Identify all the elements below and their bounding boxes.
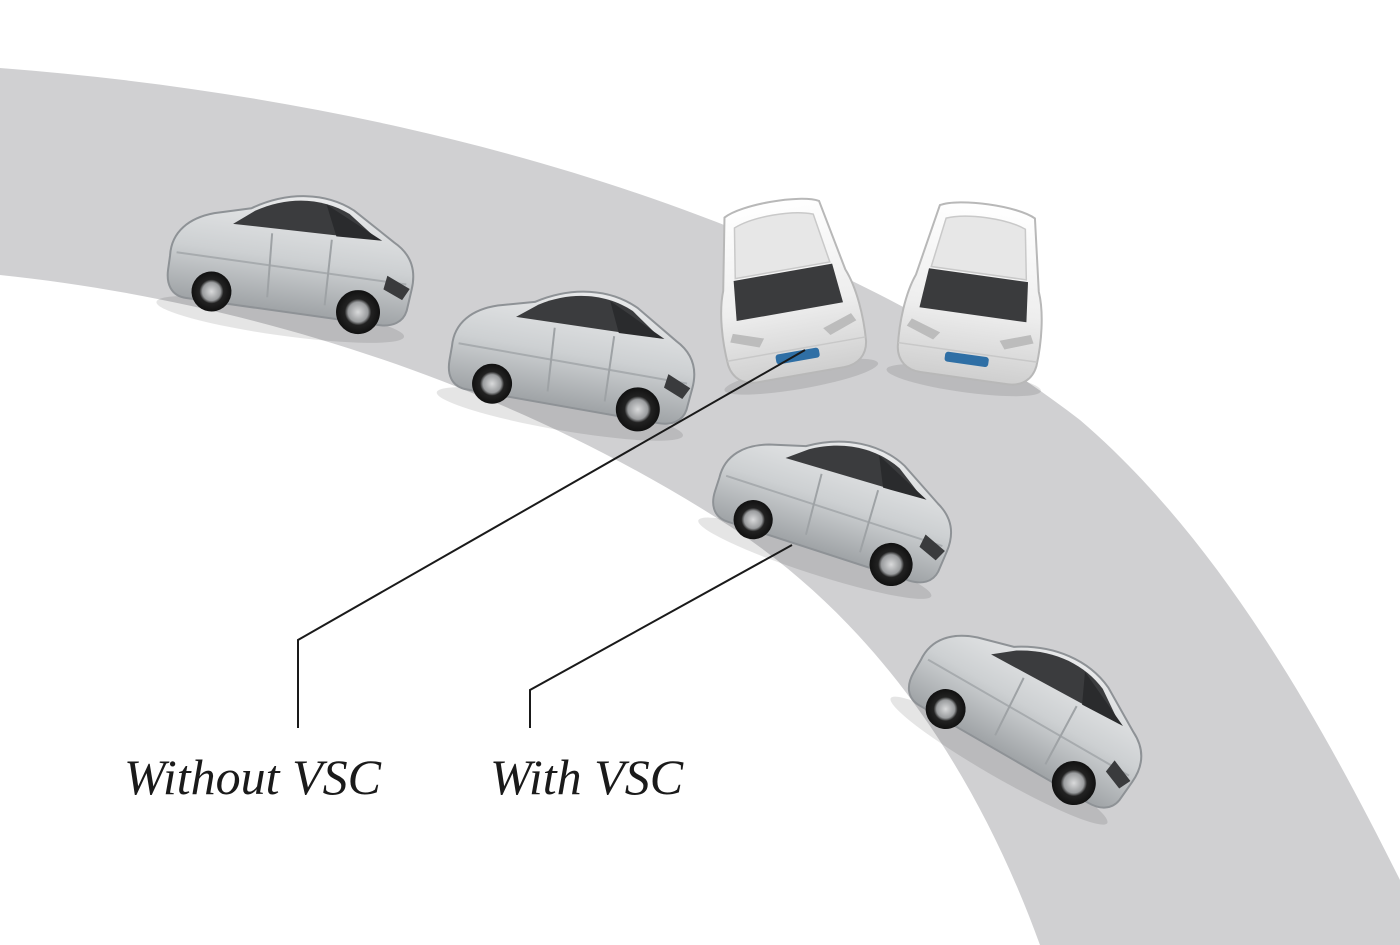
road-curve (0, 68, 1400, 945)
without-vsc-label: Without VSC (124, 749, 381, 805)
without-vsc-leader-line (297, 349, 806, 728)
car-icon (883, 192, 1067, 404)
with-vsc-label: With VSC (490, 749, 684, 805)
with-vsc-leader-line (529, 544, 793, 728)
